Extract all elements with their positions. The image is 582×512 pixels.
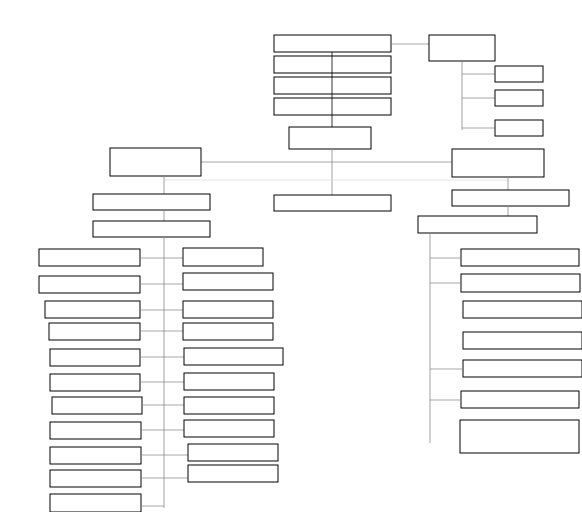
node-top-2 bbox=[273, 55, 392, 74]
node-right-col-6 bbox=[460, 390, 580, 409]
node-left-col-10 bbox=[49, 469, 142, 488]
node-right-col-2 bbox=[460, 273, 581, 293]
node-left-col-7 bbox=[51, 396, 143, 415]
node-right-col-7 bbox=[459, 419, 580, 454]
node-left-sub-2 bbox=[92, 220, 211, 238]
node-mid-col-5 bbox=[183, 347, 284, 366]
node-top-4 bbox=[273, 97, 392, 116]
node-mid-col-8 bbox=[183, 419, 275, 438]
node-mid-col-10 bbox=[187, 464, 279, 483]
node-top-right-b bbox=[494, 89, 544, 107]
node-mid-col-9 bbox=[187, 443, 279, 462]
node-center-child bbox=[273, 194, 392, 212]
node-left-col-3 bbox=[44, 300, 141, 319]
node-right-sub-1 bbox=[451, 189, 570, 207]
node-mid-col-4 bbox=[182, 322, 274, 341]
node-left-col-2 bbox=[38, 275, 141, 294]
right-branch bbox=[417, 177, 582, 454]
node-mid-col-3 bbox=[182, 300, 274, 319]
node-left-col-1 bbox=[38, 248, 141, 267]
node-right-col-4 bbox=[462, 331, 582, 350]
node-top-1 bbox=[273, 34, 392, 53]
node-left-col-6 bbox=[49, 373, 141, 392]
node-left-sub-1 bbox=[92, 193, 211, 211]
top-right-branch bbox=[391, 34, 544, 137]
top-stack bbox=[273, 34, 392, 150]
node-left-col-8 bbox=[49, 421, 142, 440]
node-mid-col-2 bbox=[182, 272, 274, 291]
left-branch bbox=[38, 176, 284, 512]
node-center bbox=[288, 126, 372, 150]
node-right-col-1 bbox=[460, 248, 580, 267]
node-left-col-5 bbox=[49, 348, 141, 367]
node-top-right bbox=[428, 34, 496, 62]
node-mid-col-6 bbox=[183, 372, 275, 391]
node-right-col-3 bbox=[462, 300, 582, 319]
node-mid-col-1 bbox=[182, 247, 264, 267]
node-top-right-c bbox=[494, 119, 544, 137]
node-right-sub-2 bbox=[417, 215, 538, 234]
node-mid-col-7 bbox=[183, 396, 275, 415]
node-right-col-5 bbox=[462, 359, 582, 378]
node-left-col-4 bbox=[48, 322, 141, 341]
node-left-head bbox=[109, 147, 202, 177]
main-bus bbox=[109, 147, 545, 212]
node-left-col-11 bbox=[49, 493, 142, 512]
node-top-3 bbox=[273, 76, 392, 95]
node-left-col-9 bbox=[49, 446, 142, 465]
node-top-right-a bbox=[494, 65, 544, 83]
node-right-head bbox=[451, 148, 545, 178]
